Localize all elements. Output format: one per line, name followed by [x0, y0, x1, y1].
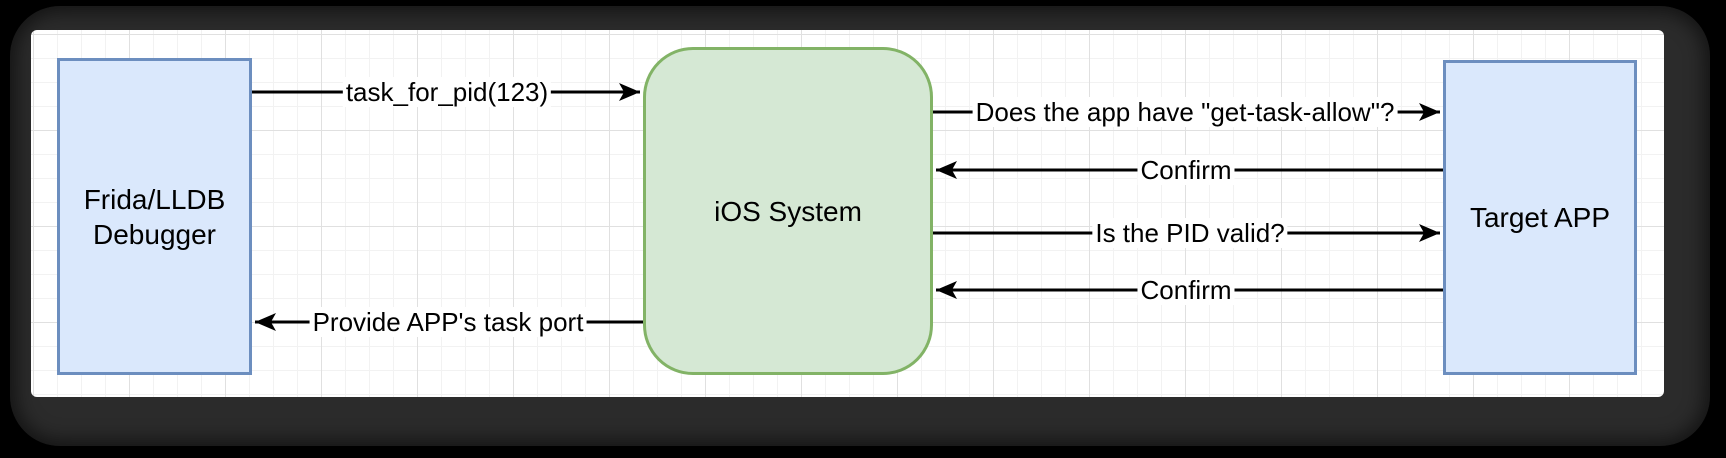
edge-label-confirm-1: Confirm	[1137, 155, 1235, 185]
node-target-app: Target APP	[1443, 60, 1637, 375]
node-ios-system: iOS System	[643, 47, 933, 375]
edge-label-confirm-2: Confirm	[1137, 275, 1235, 305]
node-frida-lldb-debugger: Frida/LLDB Debugger	[57, 58, 252, 375]
node-label: iOS System	[714, 195, 862, 227]
node-label-line: Debugger	[93, 218, 216, 250]
node-label: Frida/LLDB Debugger	[84, 182, 226, 252]
edge-label-pid-valid-question: Is the PID valid?	[1092, 218, 1288, 248]
edge-label-provide-task-port: Provide APP's task port	[309, 307, 587, 337]
node-label: Target APP	[1469, 202, 1611, 233]
edge-label-get-task-allow-question: Does the app have "get-task-allow"?	[972, 97, 1398, 127]
node-label-line: Frida/LLDB	[83, 183, 226, 215]
edge-label-task-for-pid: task_for_pid(123)	[342, 77, 552, 107]
